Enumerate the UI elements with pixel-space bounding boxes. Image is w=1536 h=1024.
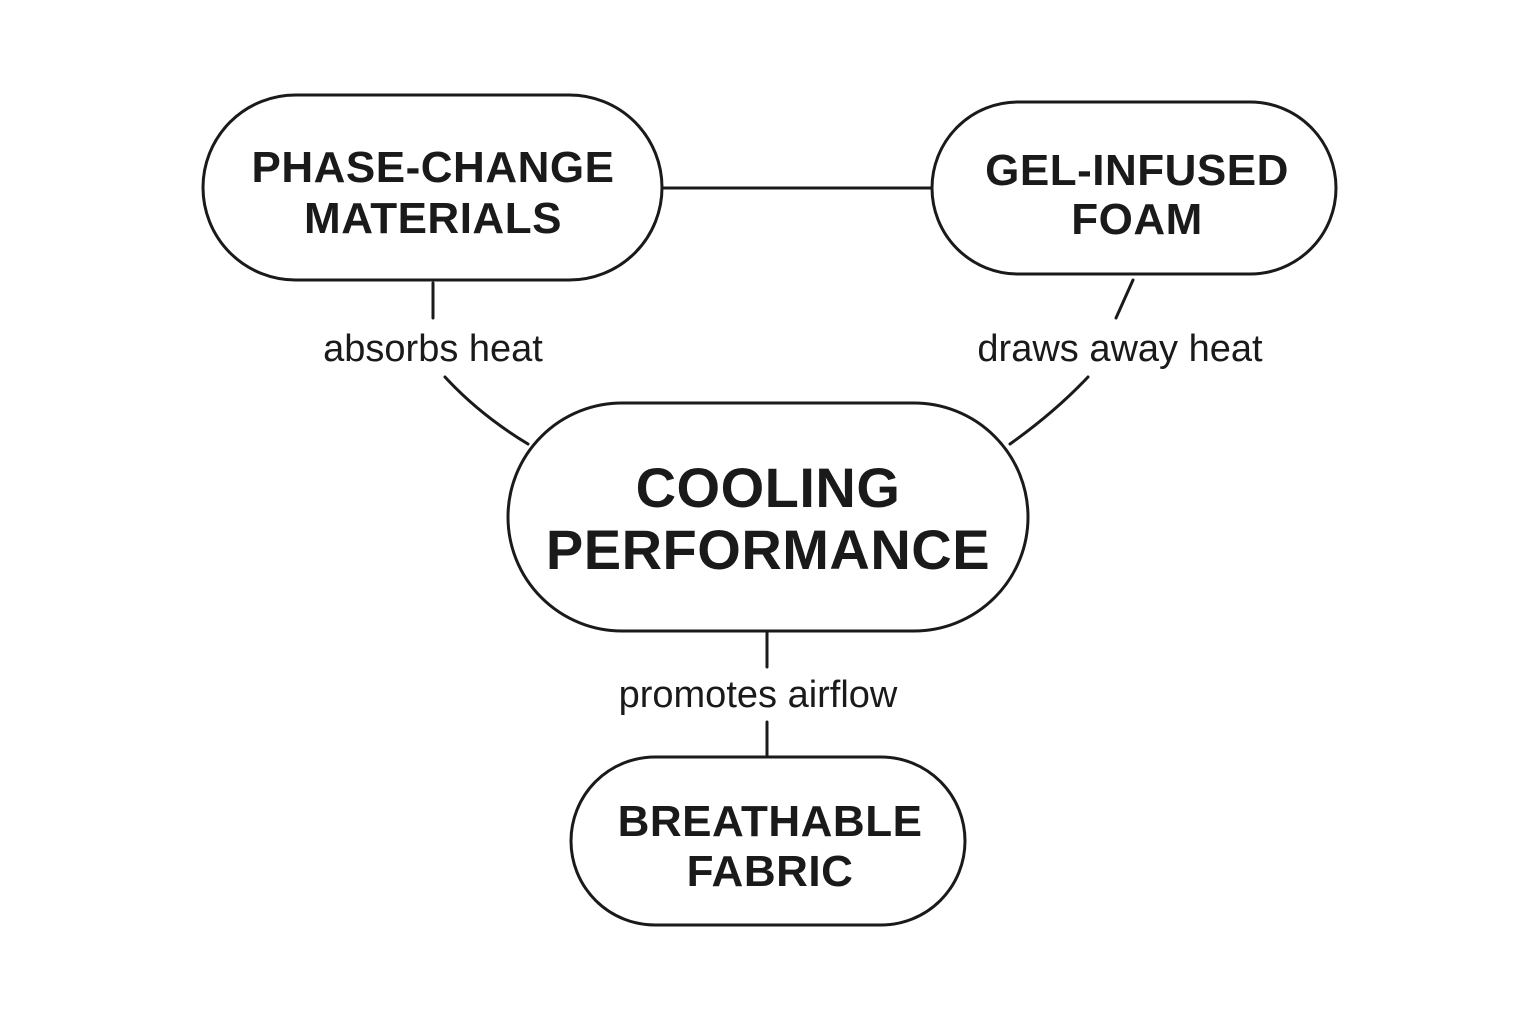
node-breathable-line2: FABRIC [687, 847, 854, 896]
node-cooling-line2: PERFORMANCE [546, 518, 990, 581]
node-gel-foam-line2: FOAM [1071, 195, 1203, 244]
node-cooling-shape [506, 401, 1030, 633]
node-phase-change-materials: PHASE-CHANGE MATERIALS [201, 93, 664, 282]
node-cooling-performance: COOLING PERFORMANCE [506, 401, 1030, 633]
node-gel-infused-foam: GEL-INFUSED FOAM [930, 100, 1338, 276]
node-phase-change-line1: PHASE-CHANGE [252, 143, 615, 192]
connector-gel-to-label-draws [1114, 278, 1135, 320]
node-phase-change-line2: MATERIALS [304, 194, 562, 243]
node-phase-change-shape [201, 93, 664, 282]
node-gel-foam-shape [930, 100, 1338, 276]
node-breathable-fabric: BREATHABLE FABRIC [569, 755, 967, 927]
connector-label-draws-to-cooling [1008, 375, 1090, 446]
edge-label-draws-away-heat: draws away heat [977, 328, 1263, 370]
node-breathable-line1: BREATHABLE [618, 797, 923, 846]
node-gel-foam-line1: GEL-INFUSED [985, 146, 1289, 195]
edge-label-absorbs-heat: absorbs heat [323, 328, 543, 370]
connector-label-absorbs-to-cooling [443, 375, 530, 446]
node-cooling-line1: COOLING [636, 456, 901, 519]
edge-label-promotes-airflow: promotes airflow [619, 674, 898, 716]
node-breathable-shape [569, 755, 967, 927]
